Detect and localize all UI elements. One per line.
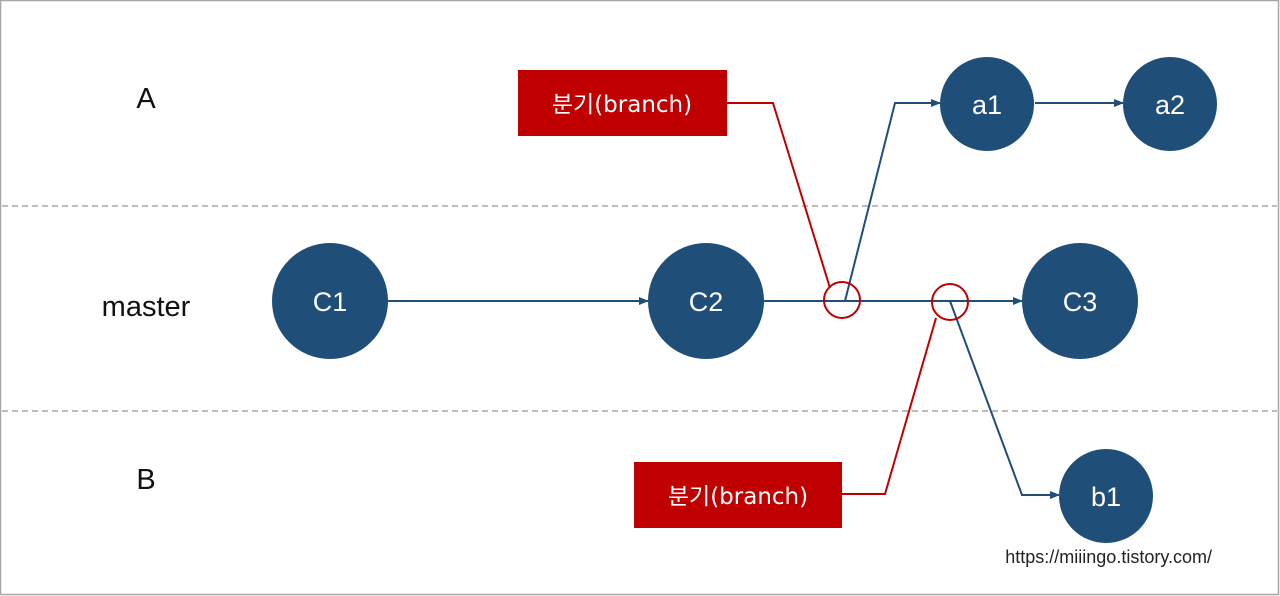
node-c1 bbox=[272, 243, 388, 359]
node-label-c3: C3 bbox=[1063, 287, 1098, 317]
node-label-c1: C1 bbox=[313, 287, 348, 317]
callout-box-2 bbox=[634, 462, 842, 528]
callout-box-1 bbox=[518, 70, 727, 136]
callout-line-2 bbox=[842, 317, 937, 495]
callout-label-1: 분기(branch) bbox=[552, 92, 692, 118]
node-label-a2: a2 bbox=[1155, 90, 1185, 120]
branch-point-marker-2 bbox=[931, 283, 969, 321]
node-b1 bbox=[1059, 449, 1153, 543]
node-c2 bbox=[648, 243, 764, 359]
lane-label-a: A bbox=[136, 83, 156, 115]
node-label-a1: a1 bbox=[972, 90, 1002, 120]
branch-point-marker-1 bbox=[823, 281, 861, 319]
callout-line-1 bbox=[727, 102, 831, 289]
node-a1 bbox=[940, 57, 1034, 151]
callout-label-2: 분기(branch) bbox=[668, 484, 808, 510]
node-label-b1: b1 bbox=[1091, 482, 1121, 512]
source-watermark: https://miiingo.tistory.com/ bbox=[1005, 547, 1212, 567]
edge-branch-a1 bbox=[844, 99, 941, 302]
edge-branch-b1 bbox=[949, 300, 1060, 499]
node-a2 bbox=[1123, 57, 1217, 151]
node-label-c2: C2 bbox=[689, 287, 724, 317]
node-c3 bbox=[1022, 243, 1138, 359]
lane-label-master: master bbox=[102, 291, 191, 323]
lane-label-b: B bbox=[136, 464, 155, 496]
